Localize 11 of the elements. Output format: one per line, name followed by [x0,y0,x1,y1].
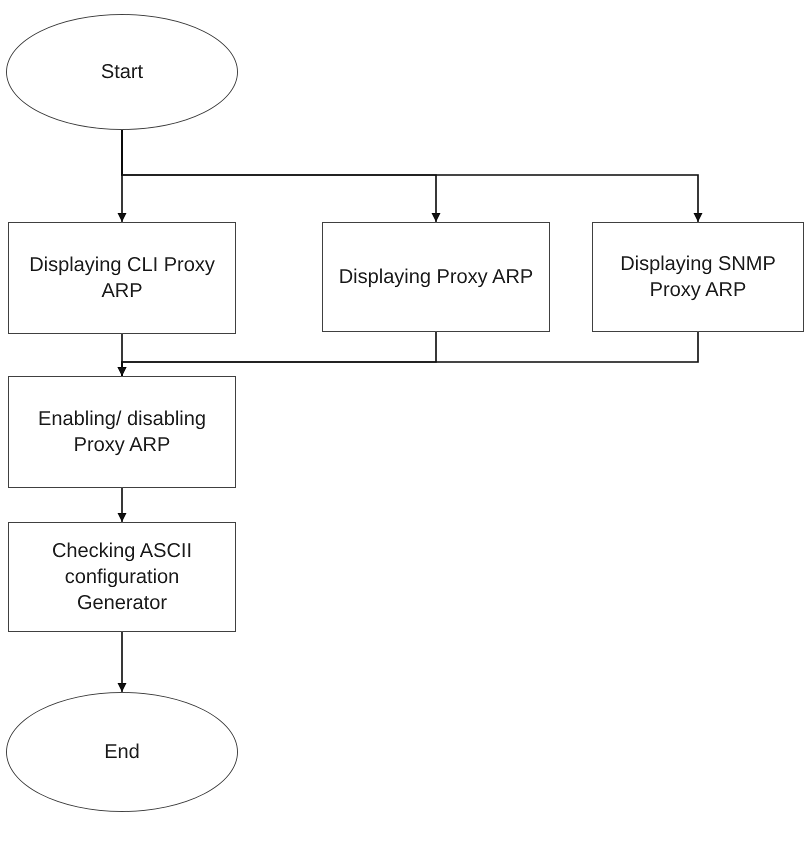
end-terminal: End [6,692,238,812]
process-box: Displaying Proxy ARP [322,222,550,332]
arrow [118,488,126,522]
process-box: Displaying SNMP Proxy ARP [592,222,804,332]
start-terminal: Start [6,14,238,130]
arrow [118,632,126,692]
arrow [121,130,702,222]
process-box: Enabling/ disabling Proxy ARP [8,376,236,488]
process-box: Checking ASCII configuration Generator [8,522,236,632]
process-box: Displaying CLI Proxy ARP [8,222,236,334]
arrow [118,332,699,376]
